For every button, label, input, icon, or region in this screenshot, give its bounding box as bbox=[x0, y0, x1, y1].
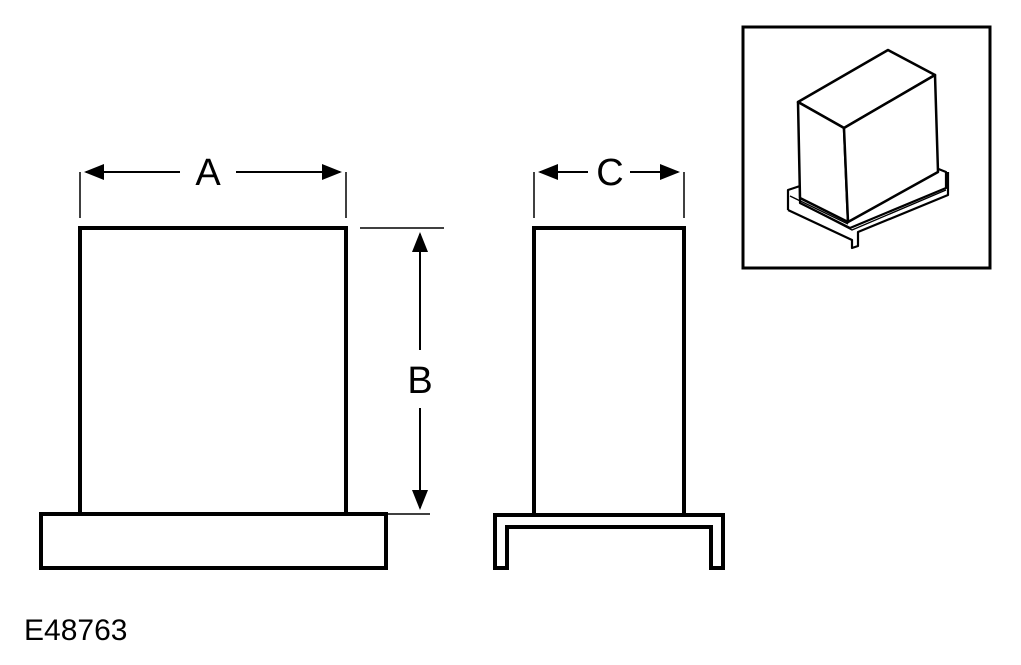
figure-reference: E48763 bbox=[24, 614, 127, 647]
dimension-c-label: C bbox=[596, 152, 623, 194]
dimension-b: B bbox=[360, 227, 444, 515]
inset-relay-body bbox=[796, 48, 940, 224]
dimension-a: A bbox=[79, 152, 347, 218]
dimension-b-label: B bbox=[407, 360, 432, 402]
side-view-body bbox=[532, 226, 686, 517]
isometric-inset bbox=[741, 25, 992, 270]
side-view bbox=[493, 226, 725, 570]
front-view-body bbox=[78, 226, 348, 517]
front-view-base bbox=[39, 512, 388, 570]
front-view bbox=[39, 226, 388, 570]
dimension-a-label: A bbox=[195, 152, 221, 194]
dimension-c: C bbox=[533, 152, 685, 218]
side-view-bracket bbox=[493, 513, 725, 570]
